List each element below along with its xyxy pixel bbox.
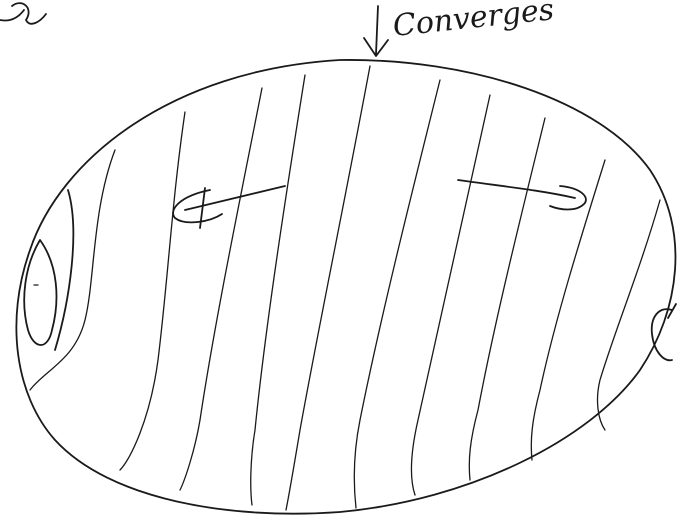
converges-annotation: Converges (391, 0, 556, 44)
right-rotation-arrow (458, 180, 586, 210)
converges-pointer-arrow (364, 6, 388, 56)
left-loop (24, 190, 73, 350)
field-lines (30, 66, 660, 510)
globe-outline (16, 60, 675, 514)
edge-handwriting-fragment (0, 3, 46, 24)
left-rotation-arrow (173, 186, 285, 228)
right-loop (652, 304, 676, 360)
